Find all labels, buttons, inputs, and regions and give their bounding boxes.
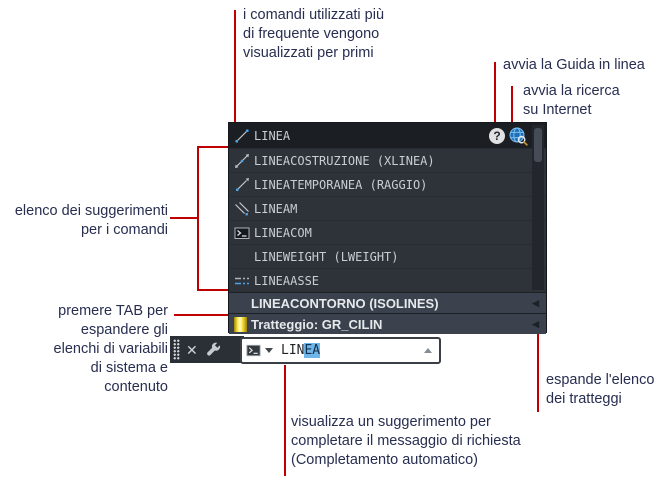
- callout-frequent-commands: i comandi utilizzati più di frequente ve…: [243, 7, 385, 61]
- ray-icon: [234, 177, 254, 193]
- suggestion-label: LINEATEMPORANEA (RAGGIO): [254, 177, 428, 192]
- autocomplete-suggestion-text: EA: [304, 343, 321, 358]
- suggestion-label: LINEWEIGHT (LWEIGHT): [254, 249, 399, 264]
- expand-left-icon[interactable]: ◀: [532, 297, 539, 308]
- callout-online-help: avvia la Guida in linea: [503, 57, 645, 73]
- suggestion-label: LINEAASSE: [254, 273, 320, 288]
- scrollbar-thumb[interactable]: [534, 128, 542, 162]
- category-row-tratteggio[interactable]: Tratteggio: GR_CILIN ◀: [229, 313, 546, 334]
- category-row-lineacontorno[interactable]: LINEACONTORNO (ISOLINES) ◀: [229, 292, 546, 313]
- scrollbar[interactable]: [532, 125, 544, 290]
- suggestion-label: LINEACOM: [254, 225, 312, 240]
- command-bar: ✕: [170, 336, 244, 363]
- callout-line: [170, 217, 198, 219]
- customize-wrench-icon[interactable]: [205, 341, 222, 358]
- drag-grip[interactable]: [173, 339, 180, 360]
- recent-commands-dropdown-icon[interactable]: [265, 348, 273, 353]
- help-icon[interactable]: ?: [489, 127, 505, 144]
- callout-line: [494, 62, 496, 122]
- suggestion-list: LINEA ?: [229, 123, 546, 292]
- category-label: LINEACONTORNO (ISOLINES): [251, 295, 439, 311]
- callout-bracket: [197, 146, 228, 148]
- callout-line: [511, 86, 513, 122]
- suggestion-row-lineweight[interactable]: LINEWEIGHT (LWEIGHT): [229, 244, 546, 268]
- centerline-icon: [234, 273, 254, 289]
- suggestion-row-lineatemporanea[interactable]: LINEATEMPORANEA (RAGGIO): [229, 172, 546, 196]
- callout-internet-search: avvia la ricerca su Internet: [523, 83, 620, 118]
- suggestion-row-lineaasse[interactable]: LINEAASSE: [229, 268, 546, 292]
- callout-bracket: [197, 146, 199, 291]
- close-icon[interactable]: ✕: [186, 341, 198, 358]
- callout-bracket: [197, 289, 228, 291]
- callout-line: [537, 334, 539, 412]
- callout-line: [284, 365, 286, 476]
- suggestion-label: LINEA: [254, 128, 291, 143]
- collapse-up-icon[interactable]: [424, 348, 432, 353]
- internet-search-icon[interactable]: [508, 126, 528, 146]
- callout-line: [234, 10, 236, 122]
- multiline-icon: [234, 201, 254, 217]
- callout-autocomplete: visualizza un suggerimento per completar…: [291, 414, 521, 468]
- callout-expand-hatches: espande l'elenco dei tratteggi: [546, 372, 655, 407]
- construction-line-icon: [234, 153, 254, 169]
- suggestion-row-lineacostruzione[interactable]: LINEACOSTRUZIONE (XLINEA): [229, 148, 546, 172]
- suggestion-row-lineacom[interactable]: LINEACOM: [229, 220, 546, 244]
- line-icon: [234, 128, 254, 144]
- callout-press-tab: premere TAB per espandere gli elenchi di…: [53, 303, 168, 395]
- command-prompt-icon: [246, 343, 261, 358]
- typed-text: LIN: [281, 343, 305, 358]
- row-tools: ?: [489, 126, 528, 146]
- suggestion-label: LINEACOSTRUZIONE (XLINEA): [254, 153, 435, 168]
- callout-line: [174, 314, 228, 316]
- hatch-swatch-icon: [234, 316, 247, 332]
- callout-suggestion-list: elenco dei suggerimenti per i comandi: [14, 203, 168, 238]
- suggestion-panel: LINEA ?: [228, 122, 547, 334]
- suggestion-row-lineam[interactable]: LINEAM: [229, 196, 546, 220]
- suggestion-label: LINEAM: [254, 201, 298, 216]
- expand-left-icon[interactable]: ◀: [532, 318, 539, 329]
- suggestion-row-linea[interactable]: LINEA ?: [229, 123, 546, 148]
- category-label: Tratteggio: GR_CILIN: [251, 316, 383, 332]
- command-prompt-icon: [234, 225, 254, 241]
